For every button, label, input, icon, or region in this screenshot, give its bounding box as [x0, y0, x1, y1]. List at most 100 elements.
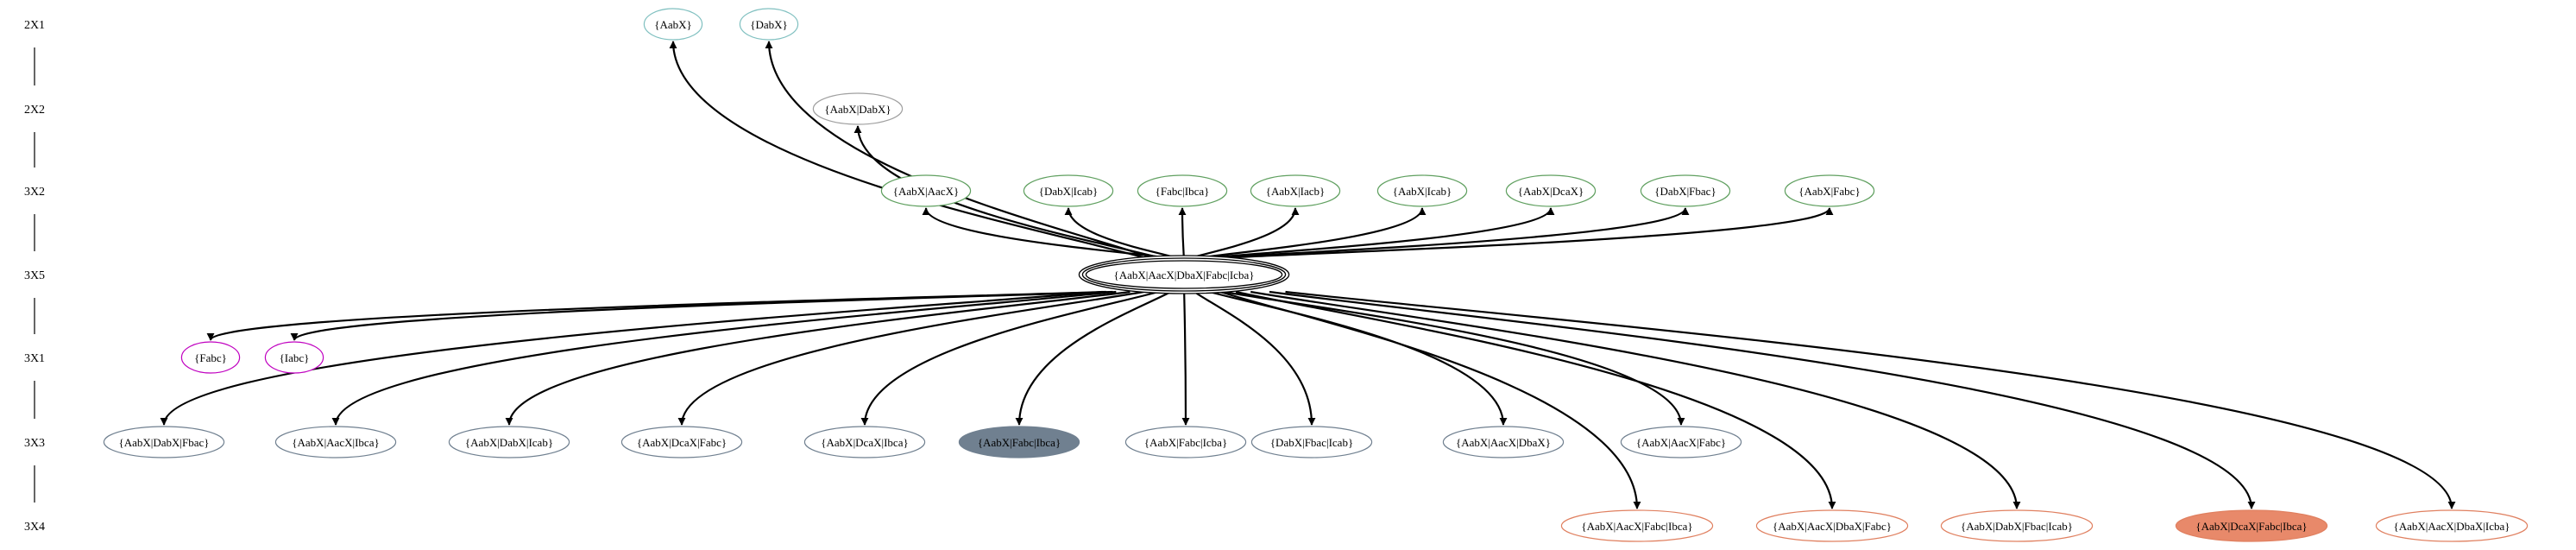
center-ring [1085, 260, 1283, 289]
node-ellipse [264, 341, 324, 374]
node-label: {AabX} [654, 18, 692, 31]
node-ellipse [1940, 509, 2094, 542]
node-3x2: {DabX|Fbac} [1640, 174, 1731, 207]
node-ellipse [180, 341, 241, 374]
node-label: {AabX|Fabc} [1798, 185, 1860, 198]
center-ring [1078, 255, 1290, 294]
edge-3x2 [1064, 207, 1175, 259]
node-label: {AabX|DcaX|Ibca} [821, 436, 908, 449]
node-3x2: {AabX|AacX} [880, 174, 972, 207]
edge-3x3 [860, 290, 1159, 426]
node-ellipse [1250, 426, 1373, 458]
edge-3x3 [505, 290, 1131, 426]
node-label: {Fabc} [194, 351, 227, 364]
node-3x3: {AabX|DabX|Fbac} [103, 426, 225, 458]
node-label: {Iabc} [280, 351, 310, 364]
node-label: {AabX|DcaX|Fabc} [637, 436, 727, 449]
node-ellipse [1755, 509, 1909, 542]
edge-2x1 [765, 41, 1151, 259]
node-label: {AabX|Fabc|Ibca} [978, 436, 1061, 449]
edge-2x2 [853, 125, 1159, 259]
node-ellipse [958, 426, 1080, 458]
node-3x1: {Fabc} [180, 341, 241, 374]
node-ellipse [880, 174, 972, 207]
edge-3x3 [1209, 290, 1508, 426]
edge-3x2 [1212, 207, 1555, 259]
node-ellipse [1620, 426, 1742, 458]
node-2x1: {DabX} [739, 8, 799, 41]
node-3x3: {AabX|DcaX|Ibca} [803, 426, 926, 458]
node-3x2: {Fabc|Ibca} [1137, 174, 1228, 207]
edge-3x4 [1219, 290, 1641, 509]
edge-3x3 [1015, 291, 1172, 426]
node-ellipse [1023, 174, 1114, 207]
node-label: {AabX|AacX} [893, 185, 959, 198]
edge-3x2 [1235, 207, 1834, 259]
node-2x2: {AabX|DabX} [812, 92, 904, 125]
node-label: {AabX|DabX} [824, 103, 891, 116]
node-label: {Fabc|Ibca} [1156, 185, 1210, 198]
center-ring [1081, 257, 1287, 292]
rank-label-2x1: 2X1 [24, 19, 45, 32]
node-ellipse [1124, 426, 1247, 458]
node-3x2: {AabX|Icab} [1376, 174, 1468, 207]
node-ellipse [1560, 509, 1714, 542]
edge-3x4 [1235, 290, 1836, 509]
node-3x4: {AabX|AacX|DbaX|Icba} [2375, 509, 2529, 542]
node-ellipse [803, 426, 926, 458]
rank-label-3x4: 3X4 [24, 521, 45, 534]
node-ellipse [1640, 174, 1731, 207]
node-label: {AabX|AacX|DbaX|Fabc} [1773, 520, 1892, 533]
node-label: {AabX|AacX|Fabc|Ibca} [1581, 520, 1692, 533]
node-3x2: {AabX|Fabc} [1784, 174, 1875, 207]
node-label: {DabX} [750, 18, 788, 31]
node-label: {AabX|AacX|DbaX|Fabc|Icba} [1114, 269, 1255, 281]
node-label: {DabX|Fbac} [1654, 185, 1716, 198]
node-label: {AabX|AacX|DbaX} [1456, 436, 1551, 449]
rank-label-3x3: 3X3 [24, 437, 45, 450]
node-3x4: {AabX|AacX|DbaX|Fabc} [1755, 509, 1909, 542]
edge-3x3 [331, 290, 1117, 426]
node-3x3: {AabX|Fabc|Icba} [1124, 426, 1247, 458]
node-label: {DabX|Fbac|Icab} [1270, 436, 1353, 449]
node-label: {AabX|AacX|Ibca} [292, 436, 379, 449]
rank-label-2x2: 2X2 [24, 104, 45, 117]
node-3x4: {AabX|DcaX|Fabc|Ibca} [2175, 509, 2328, 542]
node-label: {AabX|DabX|Fbac} [118, 436, 209, 449]
edges [160, 41, 2456, 509]
node-label: {AabX|DabX|Fbac|Icab} [1961, 520, 2073, 533]
edge-3x1 [290, 290, 1113, 341]
node-label: {AabX|DcaX|Fabc|Ibca} [2195, 520, 2307, 533]
edge-3x3 [1194, 291, 1316, 426]
edge-3x1 [206, 290, 1106, 341]
edge-3x4 [1250, 290, 2021, 509]
rank-label-3x1: 3X1 [24, 352, 45, 365]
node-ellipse [1250, 174, 1341, 207]
node-label: {AabX|AacX|Fabc} [1636, 436, 1726, 449]
node-ellipse [1376, 174, 1468, 207]
node-ellipse [2175, 509, 2328, 542]
node-label: {DabX|Icab} [1039, 185, 1099, 198]
node-2x1: {AabX} [643, 8, 703, 41]
node-ellipse [739, 8, 799, 41]
node-ellipse [2375, 509, 2529, 542]
node-3x3: {AabX|AacX|DbaX} [1442, 426, 1565, 458]
node-label: {AabX|AacX|DbaX|Icba} [2393, 520, 2510, 533]
edge-3x2 [1178, 207, 1187, 258]
node-3x3: {AabX|AacX|Fabc} [1620, 426, 1742, 458]
node-ellipse [643, 8, 703, 41]
node-3x1: {Iabc} [264, 341, 324, 374]
edge-3x4 [1269, 290, 2256, 509]
node-3x2: {DabX|Icab} [1023, 174, 1114, 207]
node-3x3: {AabX|Fabc|Ibca} [958, 426, 1080, 458]
node-ellipse [812, 92, 904, 125]
edge-3x2 [1193, 207, 1300, 259]
node-3x3: {AabX|DabX|Icab} [448, 426, 570, 458]
node-3x2: {AabX|Iacb} [1250, 174, 1341, 207]
edge-3x2 [1202, 207, 1427, 259]
node-3x3: {AabX|AacX|Ibca} [274, 426, 397, 458]
node-ellipse [274, 426, 397, 458]
node-label: {AabX|DcaX} [1518, 185, 1584, 198]
